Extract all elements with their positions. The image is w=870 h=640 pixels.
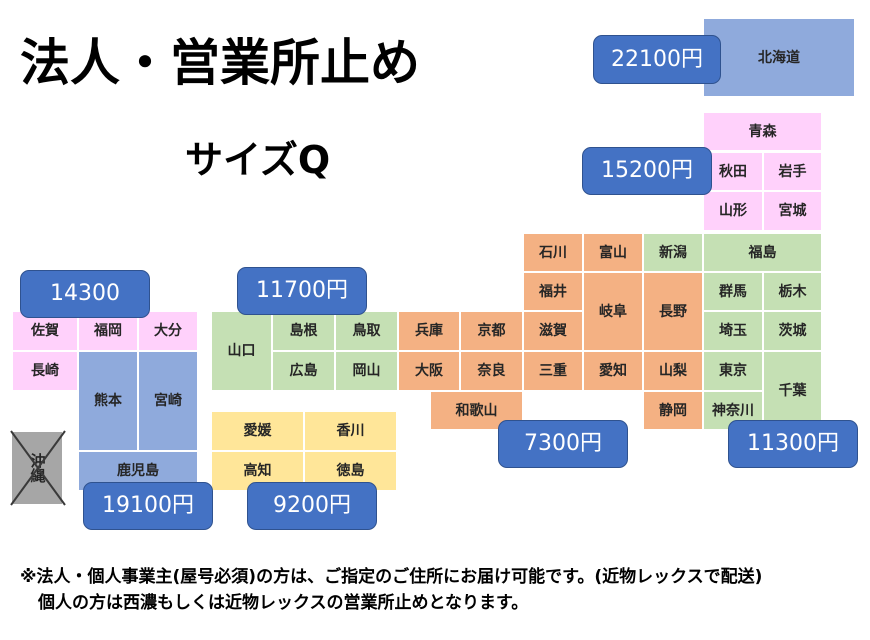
price-badge-kanto: 11300円 <box>728 420 858 468</box>
price-badge-chugoku: 11700円 <box>237 267 367 315</box>
prefecture-wakayama: 和歌山 <box>430 391 523 430</box>
prefecture-saitama: 埼玉 <box>703 311 763 351</box>
footer-note-line1: ※法人・個人事業主(屋号必須)の方は、ご指定のご住所にお届け可能です。(近物レッ… <box>20 567 763 587</box>
prefecture-yamanashi: 山梨 <box>643 351 703 391</box>
price-badge-shikoku: 9200円 <box>247 482 377 530</box>
prefecture-kumamoto: 熊本 <box>78 351 138 451</box>
prefecture-aomori: 青森 <box>703 112 822 151</box>
footer-note-line2: 個人の方は西濃もしくは近物レックスの営業所止めとなります。 <box>38 593 529 613</box>
prefecture-aichi: 愛知 <box>583 351 643 391</box>
page-title: 法人・営業所止め <box>20 34 420 92</box>
prefecture-iwate: 岩手 <box>763 152 822 191</box>
prefecture-chiba: 千葉 <box>763 351 822 430</box>
prefecture-fukushima: 福島 <box>703 233 822 272</box>
prefecture-yamagata: 山形 <box>703 191 763 231</box>
size-label: サイズQ <box>185 138 331 182</box>
prefecture-tochigi: 栃木 <box>763 272 822 311</box>
prefecture-gunma: 群馬 <box>703 272 763 311</box>
prefecture-tokyo: 東京 <box>703 351 763 391</box>
prefecture-shizuoka: 静岡 <box>643 391 703 430</box>
prefecture-miyagi: 宮城 <box>763 191 822 231</box>
price-badge-kyushu-north: 14300 <box>20 270 150 318</box>
prefecture-oita: 大分 <box>138 311 198 351</box>
price-badge-kyushu-south: 19100円 <box>83 482 213 530</box>
price-badge-hokkaido: 22100円 <box>593 35 721 84</box>
prefecture-tottori: 鳥取 <box>335 311 398 351</box>
prefecture-hyogo: 兵庫 <box>398 311 460 351</box>
prefecture-ibaraki: 茨城 <box>763 311 822 351</box>
prefecture-nara: 奈良 <box>460 351 523 391</box>
prefecture-ishikawa: 石川 <box>523 233 583 272</box>
prefecture-toyama: 富山 <box>583 233 643 272</box>
prefecture-shimane: 島根 <box>272 311 335 351</box>
prefecture-kyoto: 京都 <box>460 311 523 351</box>
prefecture-nagano: 長野 <box>643 272 703 351</box>
prefecture-mie: 三重 <box>523 351 583 391</box>
price-badge-chubu-kinki: 7300円 <box>498 420 628 468</box>
prefecture-miyazaki: 宮崎 <box>138 351 198 451</box>
prefecture-osaka: 大阪 <box>398 351 460 391</box>
prefecture-okayama: 岡山 <box>335 351 398 391</box>
prefecture-nagasaki: 長崎 <box>12 351 78 391</box>
prefecture-gifu: 岐阜 <box>583 272 643 351</box>
prefecture-niigata: 新潟 <box>643 233 703 272</box>
prefecture-fukui: 福井 <box>523 272 583 311</box>
prefecture-akita: 秋田 <box>703 152 763 191</box>
prefecture-ehime: 愛媛 <box>211 411 304 451</box>
prefecture-kagawa: 香川 <box>304 411 397 451</box>
prefecture-shiga: 滋賀 <box>523 311 583 351</box>
prefecture-hiroshima: 広島 <box>272 351 335 391</box>
prefecture-hokkaido: 北海道 <box>703 18 855 97</box>
price-badge-tohoku: 15200円 <box>582 147 712 195</box>
cross-mark-icon <box>10 430 66 506</box>
prefecture-yamaguchi: 山口 <box>211 311 272 391</box>
